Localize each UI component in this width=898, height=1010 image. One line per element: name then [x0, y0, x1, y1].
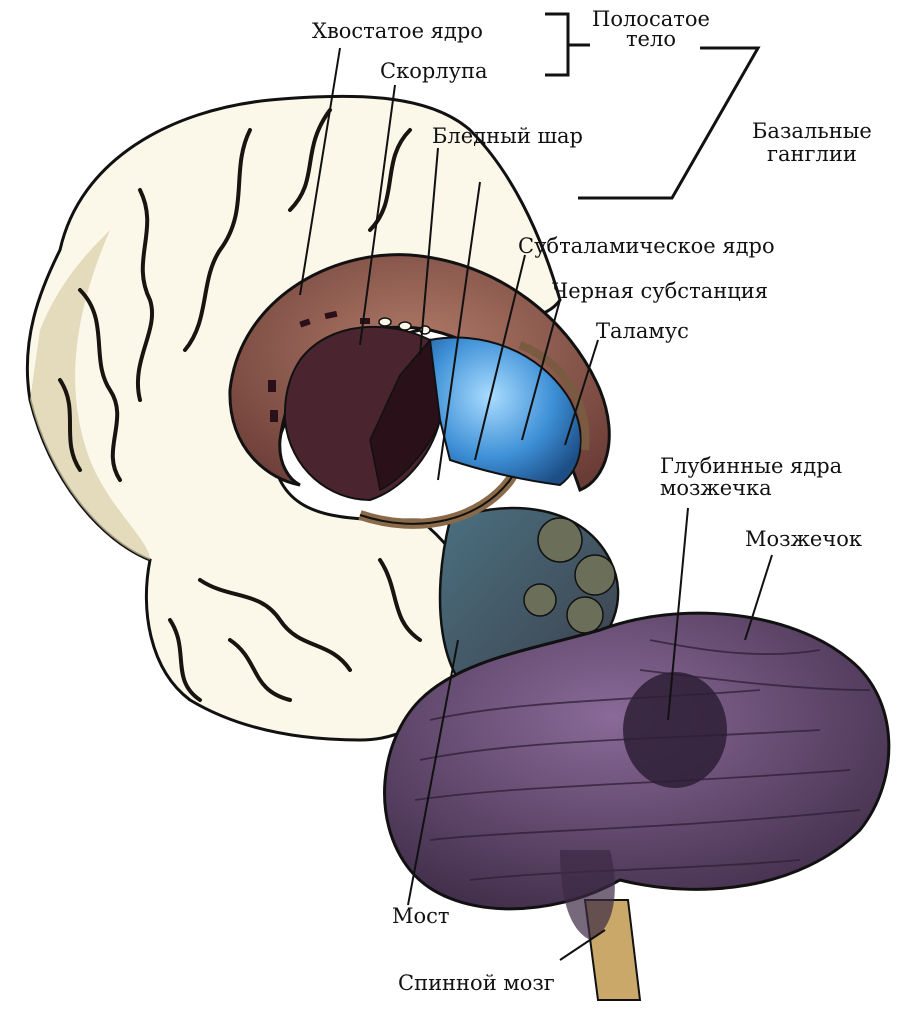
label-putamen: Скорлупа	[380, 60, 488, 82]
label-striatum: Полосатое тело	[592, 10, 710, 50]
label-pons: Мост	[392, 905, 450, 927]
label-caudate-nucleus: Хвостатое ядро	[312, 20, 483, 42]
label-substantia-nigra: Черная субстанция	[552, 280, 768, 302]
label-spinal-cord: Спинной мозг	[398, 972, 555, 994]
label-subthalamic-nucleus: Субталамическое ядро	[518, 235, 775, 257]
label-deep-cerebellar-nuclei: Глубинные ядра мозжечка	[660, 455, 842, 499]
label-cerebellum: Мозжечок	[745, 528, 862, 550]
label-thalamus: Таламус	[596, 320, 689, 342]
label-globus-pallidus: Бледный шар	[432, 125, 583, 147]
label-basal-ganglia: Базальные ганглии	[752, 120, 872, 166]
deep-nuclei-shape	[623, 672, 727, 788]
